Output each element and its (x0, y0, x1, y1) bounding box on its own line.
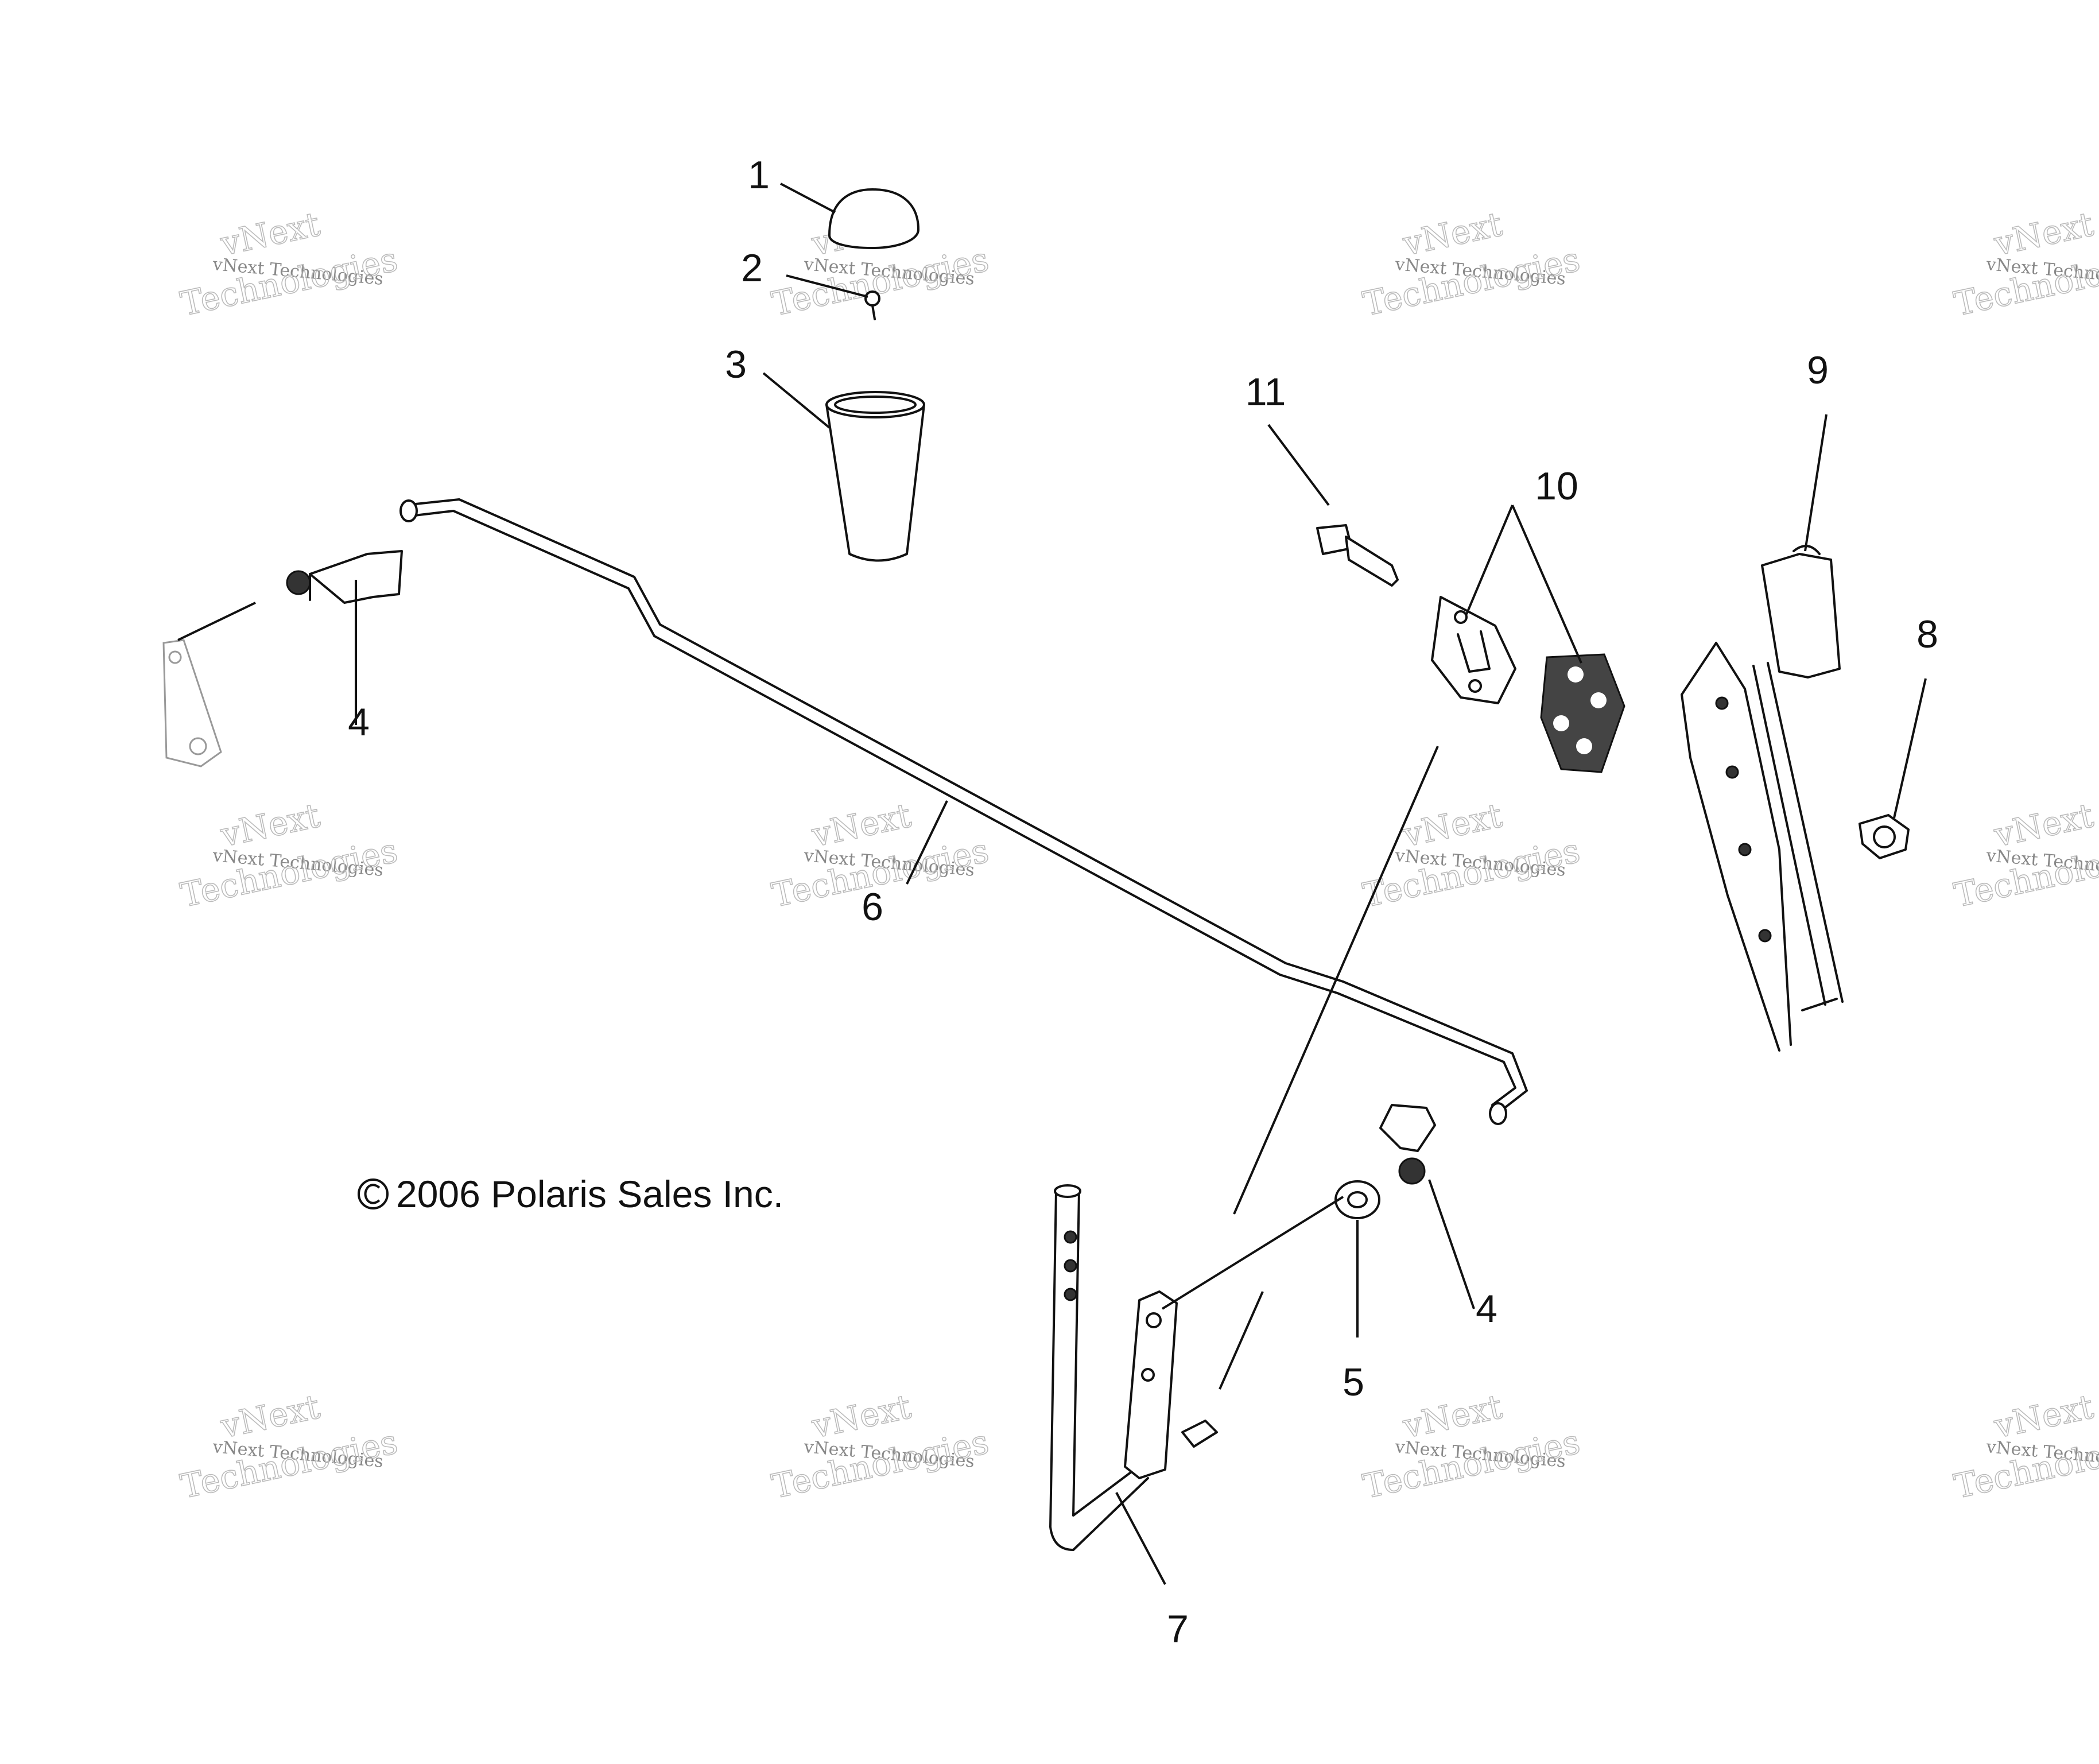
watermark-top-text: vNext (808, 796, 914, 855)
watermark-large-text: Technologies (1360, 1422, 1584, 1506)
callout-3: 3 (725, 343, 747, 386)
copyright-text: 2006 Polaris Sales Inc. (396, 1173, 783, 1215)
part-2-screw (864, 290, 880, 320)
leader-lines (177, 183, 1927, 1585)
part-9-sleeve (1761, 545, 1841, 679)
watermark-large-text: Technologies (1360, 831, 1584, 914)
watermark-large-text: Technologies (769, 1422, 992, 1506)
watermark-top-text: vNext (1991, 204, 2097, 263)
callout-6: 6 (862, 885, 883, 929)
part-4-clamp-left (286, 550, 403, 604)
part-4-clamp-right (1379, 1104, 1436, 1185)
watermark-large-text: Technologies (769, 239, 992, 323)
watermark-top-text: vNext (1399, 796, 1506, 855)
part-10-bushing-b (1540, 653, 1625, 773)
watermark-top-text: vNext (1991, 1387, 2097, 1446)
part-6-rod (399, 498, 1528, 1125)
part-8-nut (1859, 814, 1910, 859)
watermark-top-text: vNext (1399, 204, 1506, 263)
callout-4-left: 4 (348, 700, 370, 744)
left-linkage-bar (162, 639, 222, 767)
watermark-top-text: vNext (1991, 796, 2097, 855)
watermark-top-text: vNext (1399, 1387, 1506, 1446)
watermark-large-text: Technologies (177, 239, 401, 323)
callout-11: 11 (1246, 370, 1286, 414)
callout-labels: 1 2 3 4 6 11 10 9 8 4 5 7 (348, 153, 1938, 1651)
watermark-top-text: vNext (217, 796, 323, 855)
part-5-washer (1334, 1180, 1380, 1219)
part-1-cap (828, 188, 919, 249)
callout-10: 10 (1535, 464, 1578, 508)
watermark-top-text: vNext (808, 1387, 914, 1446)
callout-8: 8 (1916, 612, 1938, 656)
watermark-large-text: Technologies (177, 831, 401, 914)
callout-4-right: 4 (1476, 1287, 1497, 1331)
watermark-large-text: Technologies (1360, 239, 1584, 323)
callout-1: 1 (748, 153, 770, 197)
callout-5: 5 (1343, 1360, 1364, 1404)
part-11-bolt (1316, 524, 1399, 587)
watermark-large-text: Technologies (177, 1422, 401, 1506)
callout-9: 9 (1807, 348, 1829, 392)
watermark-top-text: vNext (217, 1387, 323, 1446)
part-3-boot (825, 391, 925, 562)
part-7-lever (1049, 1184, 1218, 1551)
watermark-top-text: vNext (217, 204, 323, 263)
mounting-bracket (1681, 642, 1844, 1052)
part-10-bushing-a (1431, 596, 1516, 704)
callout-7: 7 (1167, 1607, 1189, 1651)
copyright-notice: 2006 Polaris Sales Inc. (358, 1173, 783, 1215)
callout-2: 2 (741, 246, 763, 290)
